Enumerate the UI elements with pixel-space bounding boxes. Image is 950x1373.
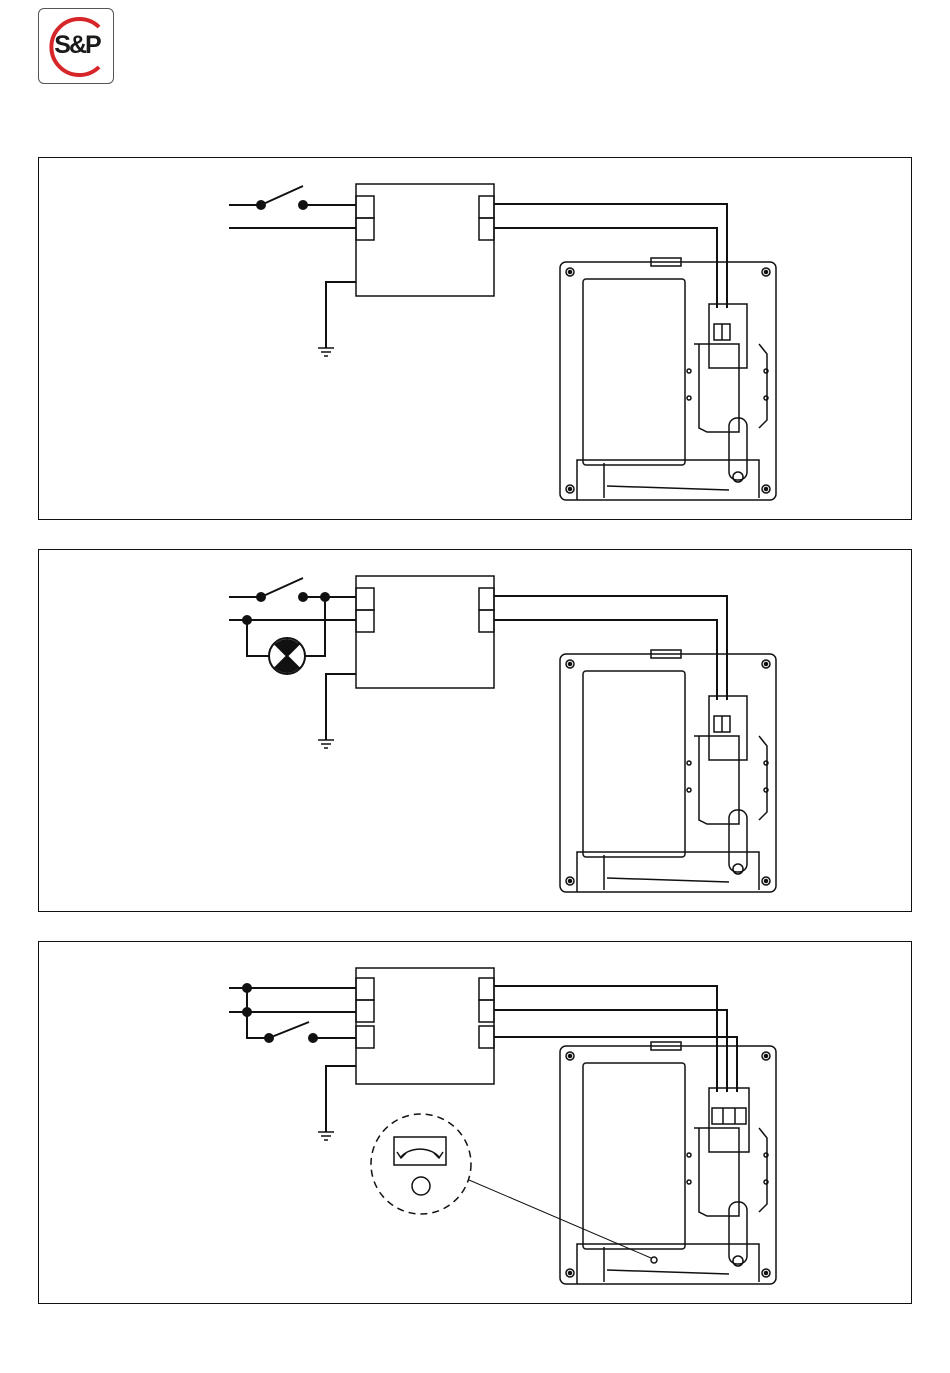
brand-logo: S&P — [38, 8, 114, 84]
wiring-diagram-1 — [38, 157, 912, 520]
wiring-diagram-svg — [39, 158, 913, 521]
wiring-diagram-svg — [39, 550, 913, 913]
logo-text: S&P — [39, 31, 115, 60]
wiring-diagram-2 — [38, 549, 912, 912]
wiring-diagram-3 — [38, 941, 912, 1304]
wiring-diagram-svg — [39, 942, 913, 1305]
